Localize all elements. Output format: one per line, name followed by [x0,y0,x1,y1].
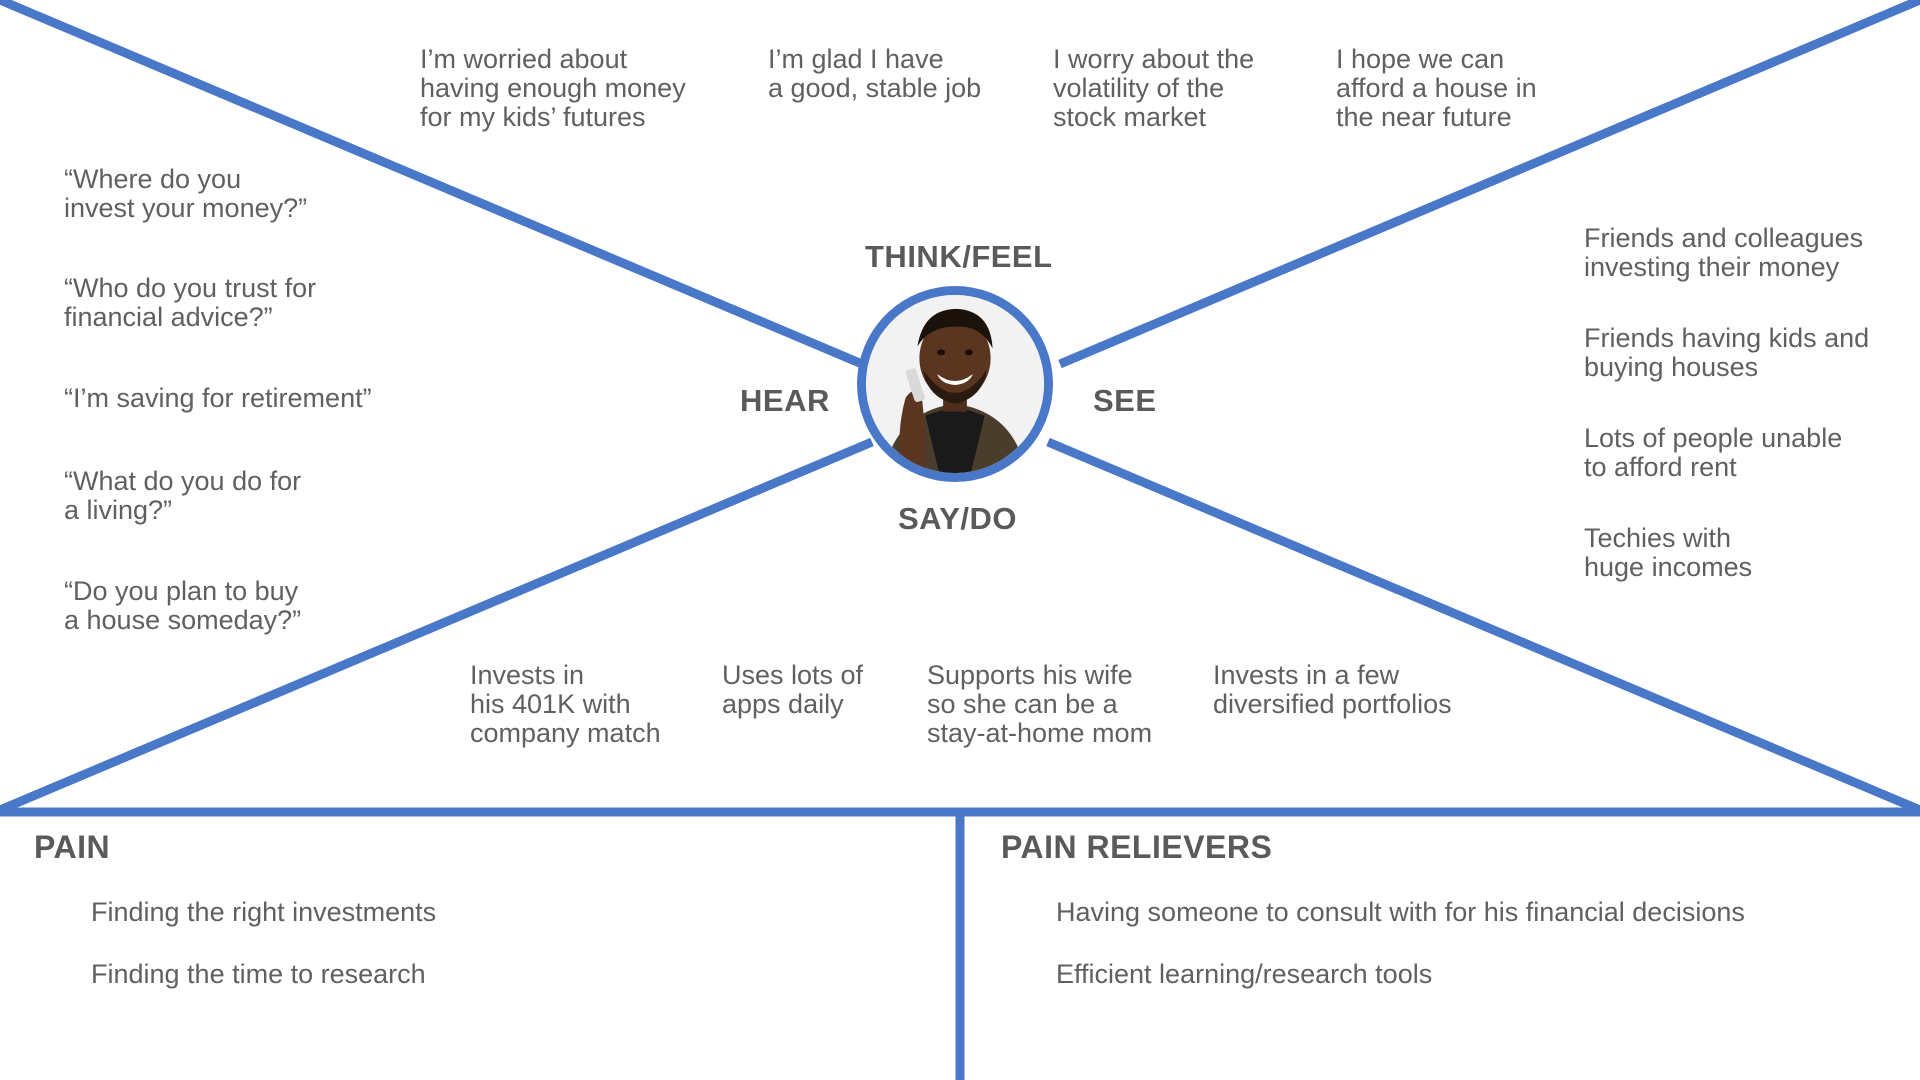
pain-reliever-item: Having someone to consult with for his f… [1056,897,1745,927]
see-item: Techies with huge incomes [1584,523,1753,582]
think-feel-item: I’m glad I have a good, stable job [768,44,982,103]
say-do-item: Uses lots of apps daily [722,660,864,719]
see-item: Friends having kids and buying houses [1584,323,1870,382]
person-on-phone-icon [866,295,1044,473]
hear-item: “Where do you invest your money?” [64,164,308,223]
hear-item: “I’m saving for retirement” [64,383,372,413]
think-feel-item: I hope we can afford a house in the near… [1336,44,1537,132]
see-label: SEE [1093,383,1157,418]
think-feel-item: I’m worried about having enough money fo… [420,44,686,132]
say-do-item: Invests in his 401K with company match [470,660,661,748]
say-do-label: SAY/DO [898,501,1018,536]
pain-item: Finding the right investments [91,897,437,927]
hear-item: “Who do you trust for financial advice?” [64,273,317,332]
persona-avatar [857,286,1053,482]
diagonal-bottom-right [1046,437,1920,815]
diagonal-top-right [1058,0,1920,369]
diagonal-top-left [0,0,864,369]
say-do-item: Supports his wife so she can be a stay-a… [927,660,1153,748]
hear-label: HEAR [740,383,830,418]
hear-item: “What do you do for a living?” [64,466,302,525]
pain-item: Finding the time to research [91,959,426,989]
say-do-item: Invests in a few diversified portfolios [1213,660,1452,719]
pain-reliever-item: Efficient learning/research tools [1056,959,1433,989]
pain-heading: PAIN [34,829,111,865]
see-item: Lots of people unable to afford rent [1584,423,1843,482]
think-feel-label: THINK/FEEL [865,239,1053,274]
think-feel-item: I worry about the volatility of the stoc… [1053,44,1255,132]
see-item: Friends and colleagues investing their m… [1584,223,1864,282]
diagonal-bottom-left [0,437,874,815]
pain-relievers-heading: PAIN RELIEVERS [1001,829,1273,865]
hear-item: “Do you plan to buy a house someday?” [64,576,302,635]
